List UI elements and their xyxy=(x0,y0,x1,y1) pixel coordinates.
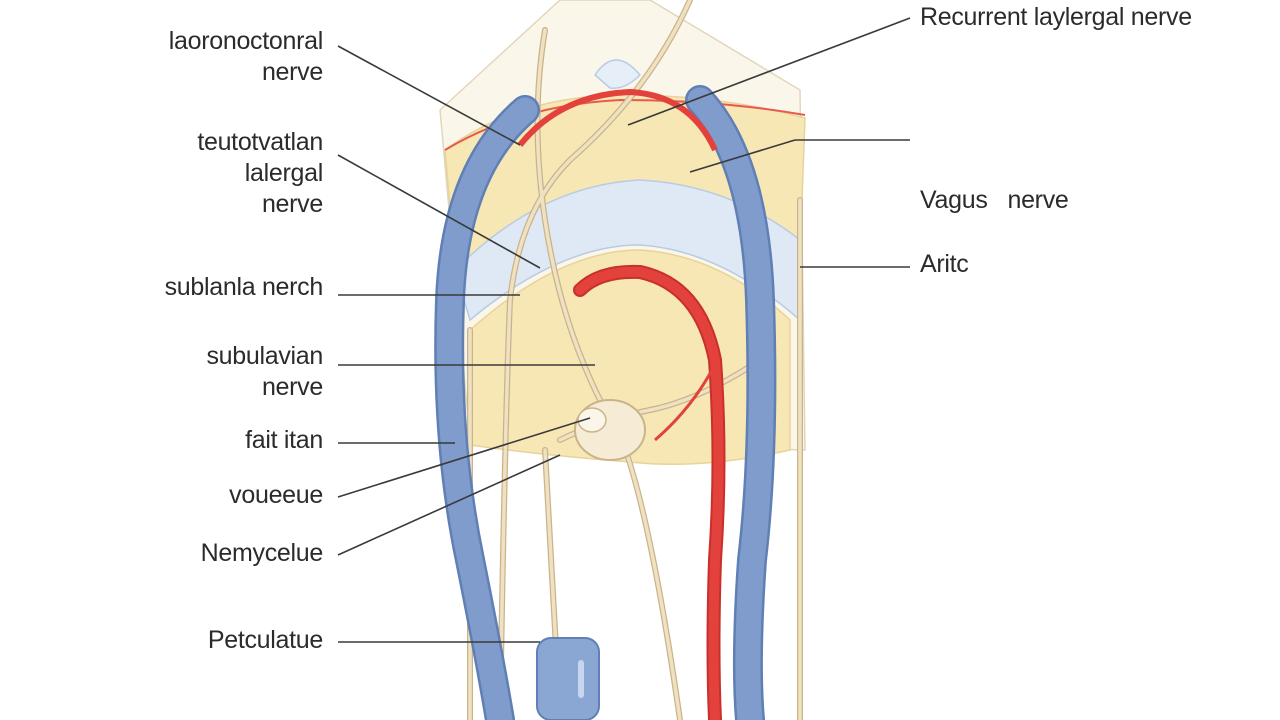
label-subulavian-nerve: subulavian nerve xyxy=(206,341,323,403)
label-sublanla-nerch: sublanla nerch xyxy=(164,272,324,303)
label-line: Vagus nerve xyxy=(920,186,1069,214)
apex-structure xyxy=(594,59,642,89)
label-recurrent-laylergal-nerve: Recurrent laylergal nerve xyxy=(920,2,1192,33)
main-artery-fill xyxy=(575,266,724,720)
label-line: Recurrent laylergal nerve xyxy=(920,3,1192,31)
label-voueeue: voueeue xyxy=(229,480,323,511)
leader-l2 xyxy=(337,154,541,269)
label-line: teutotvatlan xyxy=(197,128,323,156)
leader-l6 xyxy=(337,417,591,498)
lower-fat-layer xyxy=(469,249,791,466)
label-petculatue: Petculatue xyxy=(208,625,323,656)
label-aritc: Aritc xyxy=(920,249,969,280)
label-vagus-nerve: Vagus nerve xyxy=(920,123,1069,278)
leader-l7 xyxy=(337,454,561,556)
label-nemycelue: Nemycelue xyxy=(200,538,324,569)
label-line: sublanla nerch xyxy=(164,273,324,301)
leader-r2b xyxy=(689,139,796,173)
label-line: Petculatue xyxy=(207,626,323,654)
artery-branch xyxy=(654,369,714,442)
label-line: fait itan xyxy=(245,426,323,454)
label-line: Aritc xyxy=(920,250,969,278)
label-line: nerve xyxy=(261,373,323,401)
leader-lines xyxy=(337,17,911,643)
label-line: nerve xyxy=(261,58,323,86)
label-line: voueeue xyxy=(229,481,323,509)
label-line: lalergal xyxy=(244,159,324,187)
ganglion xyxy=(574,399,646,461)
label-teutotvatlan-lalergal-nerve: teutotvatlan lalergal nerve xyxy=(197,127,323,220)
upper-artery-arch xyxy=(517,88,718,152)
label-line: laoronoctonral xyxy=(168,27,324,55)
leader-r1 xyxy=(627,17,911,126)
left-vein-fill xyxy=(436,97,538,720)
bottom-capsule xyxy=(536,637,600,720)
label-laoronoctonral-nerve: laoronoctonral nerve xyxy=(168,26,324,88)
label-line: Nemycelue xyxy=(200,539,324,567)
leader-l1 xyxy=(337,45,521,146)
label-line: subulavian xyxy=(206,342,323,370)
label-line: nerve xyxy=(261,190,323,218)
label-fait-itan: fait itan xyxy=(245,425,323,456)
right-vein-fill xyxy=(687,87,774,720)
